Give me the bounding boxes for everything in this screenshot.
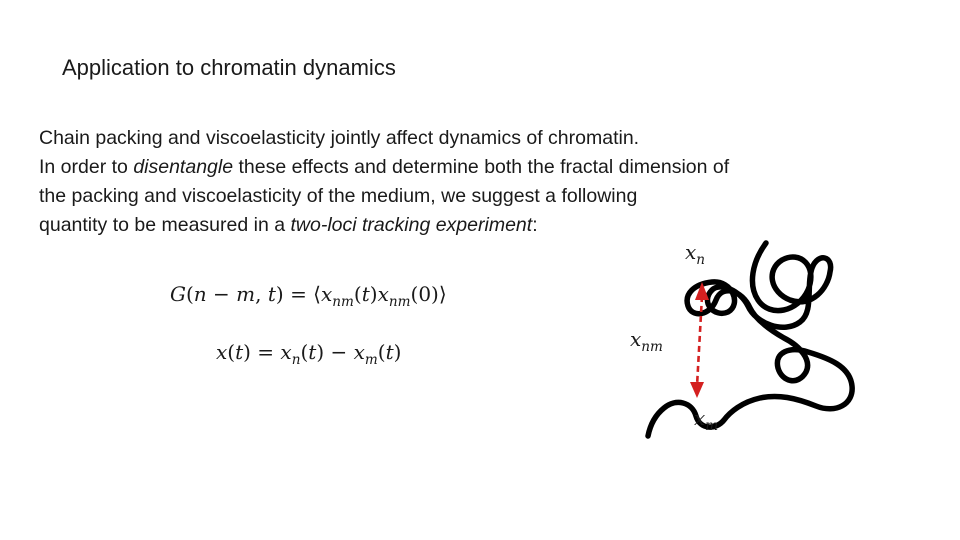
label-x-n-sub: n bbox=[696, 251, 706, 268]
emphasis-disentangle: disentangle bbox=[133, 156, 234, 178]
body-line-2: In order to disentangle these effects an… bbox=[39, 153, 899, 182]
arrowhead-top bbox=[695, 282, 709, 300]
body-line-4: quantity to be measured in a two-loci tr… bbox=[39, 211, 899, 240]
body-line-4-pre: quantity to be measured in a bbox=[39, 214, 291, 236]
distance-arrow bbox=[695, 295, 704, 387]
label-x-n-base: x bbox=[685, 240, 697, 264]
correlation-equation: G(n − m, t) = ⟨xnm(t)xnm(0)⟩ bbox=[170, 282, 447, 310]
label-x-m: xm bbox=[694, 406, 718, 433]
label-x-nm-sub: nm bbox=[641, 338, 663, 355]
body-line-4-post: : bbox=[532, 214, 538, 236]
arrowhead-bottom bbox=[690, 382, 704, 398]
label-x-nm-base: x bbox=[630, 327, 642, 351]
body-line-3: the packing and viscoelasticity of the m… bbox=[39, 185, 638, 207]
label-x-m-base: x bbox=[694, 406, 706, 430]
body-line-2-post: these effects and determine both the fra… bbox=[233, 156, 730, 178]
body-paragraph: Chain packing and viscoelasticity jointl… bbox=[39, 124, 899, 240]
label-x-n: xn bbox=[685, 240, 705, 267]
distance-equation: x(t) = xn(t) − xm(t) bbox=[216, 340, 402, 368]
body-line-1: Chain packing and viscoelasticity jointl… bbox=[39, 127, 640, 149]
polymer-chain bbox=[645, 240, 855, 439]
label-x-m-sub: m bbox=[705, 417, 719, 434]
body-line-2-pre: In order to bbox=[39, 156, 134, 178]
chromatin-chain-figure bbox=[645, 240, 855, 439]
slide-title: Application to chromatin dynamics bbox=[62, 55, 396, 80]
emphasis-two-loci: two-loci tracking experiment bbox=[290, 214, 533, 236]
label-x-nm: xnm bbox=[630, 327, 663, 354]
